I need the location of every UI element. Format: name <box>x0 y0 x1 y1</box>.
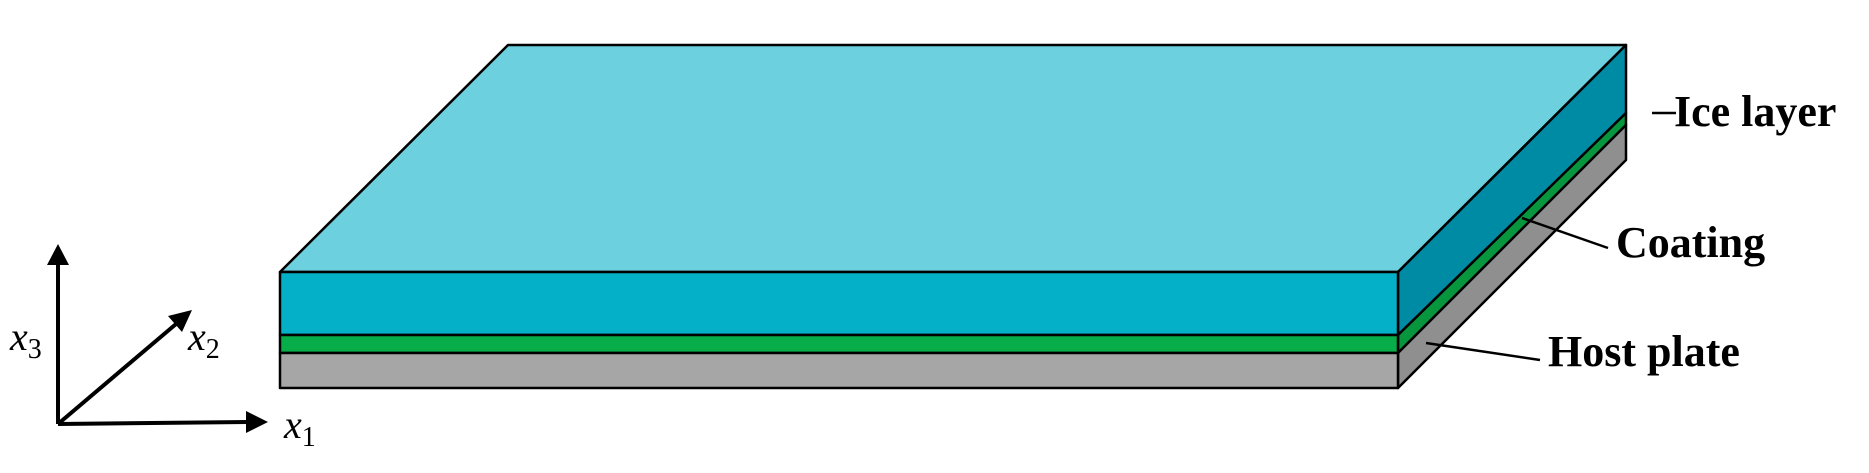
x1-axis-line <box>57 420 249 426</box>
x1-arrowhead <box>246 411 268 433</box>
x3-var: x <box>9 314 28 359</box>
x2-label: x2 <box>187 314 220 365</box>
x2-axis-line <box>56 322 178 426</box>
host-plate-front-face <box>278 351 1400 390</box>
coordinate-axes: x3 x2 x1 <box>9 244 316 453</box>
x2-arrowhead <box>168 310 192 332</box>
ice-layer-label: Ice layer <box>1674 87 1836 136</box>
x3-arrowhead <box>47 244 69 265</box>
x1-sub: 1 <box>302 422 316 453</box>
ice-layer-front-face <box>278 270 1400 337</box>
x3-label: x3 <box>9 314 42 365</box>
x3-sub: 3 <box>28 334 42 365</box>
x2-var: x <box>187 314 206 359</box>
ice-layer-top-face <box>278 43 1628 274</box>
x1-label: x1 <box>283 402 316 453</box>
coating-leader <box>1521 216 1609 250</box>
host-plate-leader <box>1425 341 1541 362</box>
coating-label: Coating <box>1616 218 1765 267</box>
coating-front-face <box>278 333 1400 355</box>
host-plate-label: Host plate <box>1548 327 1740 376</box>
x2-sub: 2 <box>206 334 220 365</box>
x1-var: x <box>283 402 302 447</box>
